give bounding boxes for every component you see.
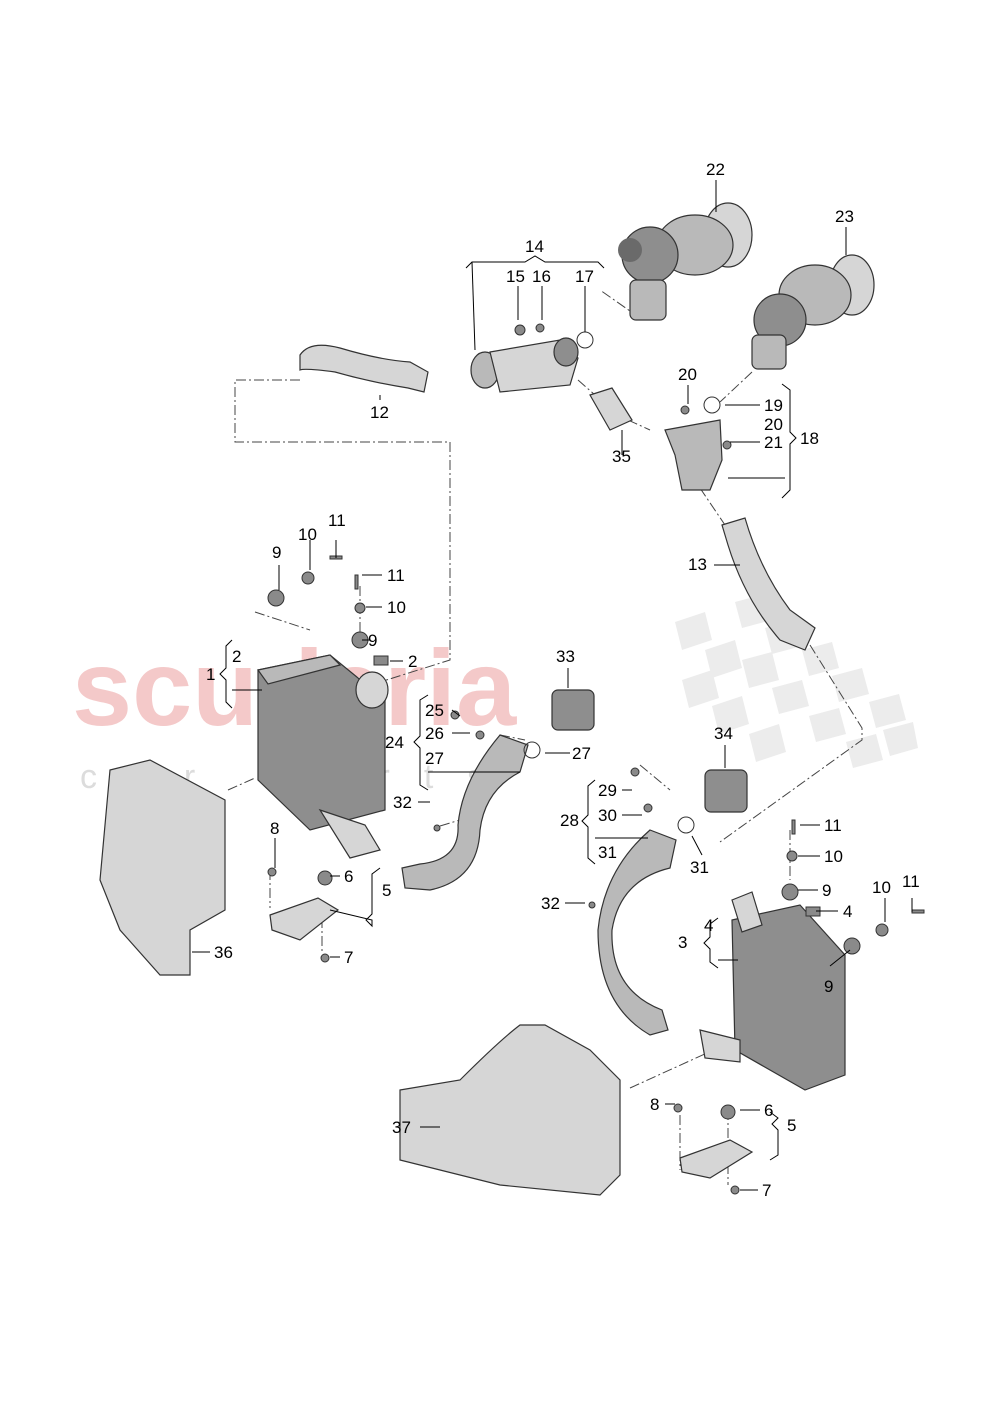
callout-13: 13 — [688, 555, 707, 574]
bracket-right — [679, 1139, 754, 1179]
callout-7-b: 7 — [762, 1181, 771, 1200]
callout-7-a: 7 — [344, 948, 353, 967]
callout-6-a: 6 — [344, 867, 353, 886]
callout-32-b: 32 — [541, 894, 560, 913]
callout-2-a: 2 — [232, 647, 241, 666]
callout-32-a: 32 — [393, 793, 412, 812]
callout-30: 30 — [598, 806, 617, 825]
callout-31-b: 31 — [690, 858, 709, 877]
callout-15: 15 — [506, 267, 525, 286]
callout-9-b: 9 — [368, 631, 377, 650]
callout-21: 21 — [764, 433, 783, 452]
callout-5-b: 5 — [787, 1116, 796, 1135]
callout-31-a: 31 — [598, 843, 617, 862]
callout-20-top: 20 — [678, 365, 697, 384]
connection-lines — [227, 289, 863, 1185]
throttle-body-34 — [704, 769, 748, 813]
callout-29: 29 — [598, 781, 617, 800]
callout-4-a: 4 — [843, 902, 852, 921]
callout-5-a: 5 — [382, 881, 391, 900]
callout-2-b: 2 — [408, 652, 417, 671]
callout-23: 23 — [835, 207, 854, 226]
air-hose-12 — [299, 344, 429, 393]
connector-35 — [589, 387, 633, 431]
air-hose-13 — [721, 517, 816, 651]
callout-18: 18 — [800, 429, 819, 448]
callout-11-b: 11 — [387, 566, 405, 585]
air-duct-36 — [99, 759, 226, 976]
callout-6-b: 6 — [764, 1101, 773, 1120]
callout-10-d: 10 — [872, 878, 891, 897]
turbocharger-23 — [751, 254, 875, 370]
callout-24: 24 — [385, 733, 404, 752]
small-hardware — [267, 323, 925, 1195]
callout-20: 20 — [764, 415, 783, 434]
intercooler-1 — [256, 654, 389, 859]
callout-8-b: 8 — [650, 1095, 659, 1114]
callout-1: 1 — [206, 665, 215, 684]
callout-28: 28 — [560, 811, 579, 830]
callout-36: 36 — [214, 943, 233, 962]
callout-19: 19 — [764, 396, 783, 415]
turbocharger-22 — [618, 202, 753, 321]
intercooler-3 — [699, 891, 846, 1091]
callout-9-a: 9 — [272, 543, 281, 562]
callout-26: 26 — [425, 724, 444, 743]
callout-labels: 22 23 14 15 16 17 12 35 20 19 20 21 18 1… — [206, 160, 920, 1200]
callout-25: 25 — [425, 701, 444, 720]
callout-9-c: 9 — [822, 881, 831, 900]
leader-lines — [192, 180, 913, 1191]
intake-pipe-14 — [470, 337, 579, 393]
callout-22: 22 — [706, 160, 725, 179]
callout-11-d: 11 — [902, 872, 920, 891]
callout-37: 37 — [392, 1118, 411, 1137]
callout-10-b: 10 — [387, 598, 406, 617]
charge-air-hose-right — [597, 829, 677, 1036]
pipe-18 — [664, 419, 723, 491]
callout-27-a: 27 — [425, 749, 444, 768]
callout-35: 35 — [612, 447, 631, 466]
callout-12: 12 — [370, 403, 389, 422]
callout-9-d: 9 — [824, 977, 833, 996]
callout-3: 3 — [678, 933, 687, 952]
charge-air-hose-left — [401, 734, 529, 891]
callout-11-a: 11 — [328, 511, 346, 530]
callout-10-c: 10 — [824, 847, 843, 866]
callout-14: 14 — [525, 237, 544, 256]
callout-34: 34 — [714, 724, 733, 743]
callout-33: 33 — [556, 647, 575, 666]
callout-8-a: 8 — [270, 819, 279, 838]
throttle-body-33 — [551, 689, 595, 731]
callout-27-b: 27 — [572, 744, 591, 763]
callout-10-a: 10 — [298, 525, 317, 544]
callout-17: 17 — [575, 267, 594, 286]
air-duct-37 — [399, 1024, 621, 1196]
bracket-left — [269, 897, 340, 941]
callout-11-c: 11 — [824, 816, 842, 835]
callout-4-b: 4 — [704, 916, 713, 935]
callout-16: 16 — [532, 267, 551, 286]
